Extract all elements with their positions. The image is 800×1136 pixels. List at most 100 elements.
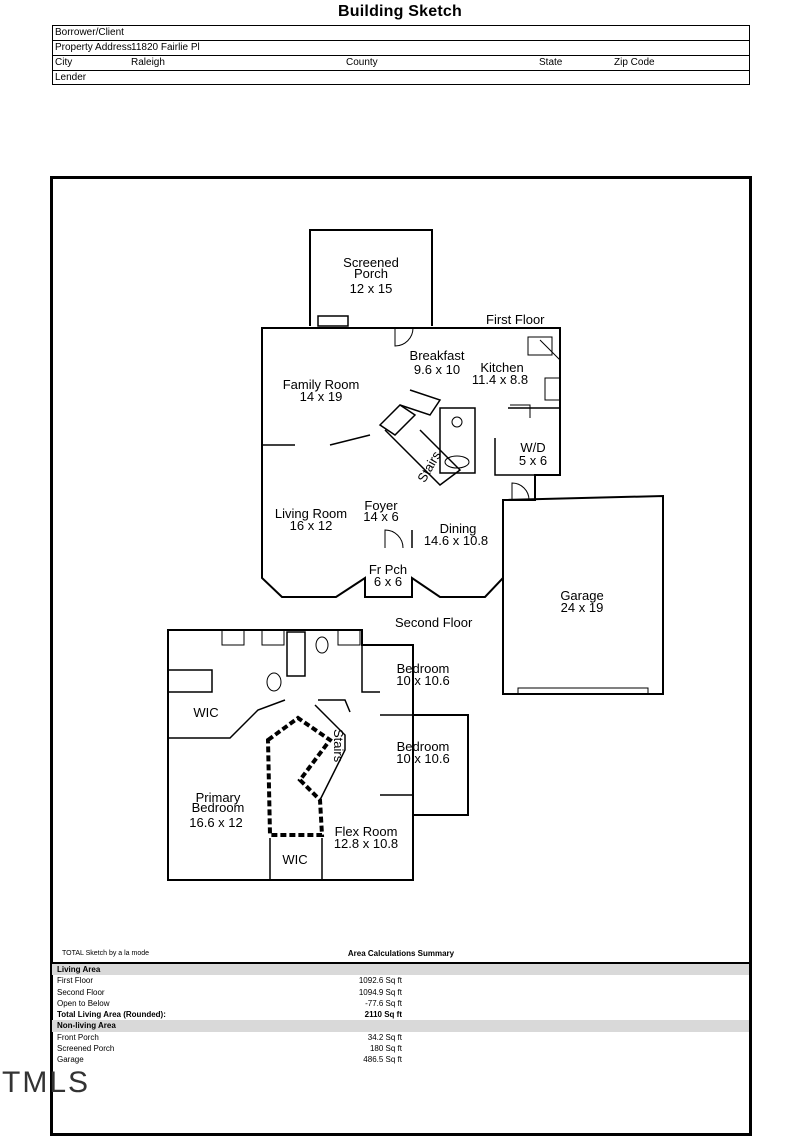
- screened-porch-walls: [309, 229, 433, 326]
- bedroom-1-dims: 10 x 10.6: [396, 673, 450, 688]
- stairs-second-floor: [314, 699, 351, 801]
- row-value: 180 Sq ft: [369, 1044, 402, 1054]
- row-value: 34.2 Sq ft: [367, 1032, 402, 1042]
- living-room-name: Living Room: [275, 506, 347, 521]
- row-value: 1092.6 Sq ft: [358, 976, 402, 986]
- summary-row: Open to Below -77.6 Sq ft: [52, 998, 749, 1009]
- screened-porch-name-2: Porch: [354, 266, 388, 281]
- row-value: 1094.9 Sq ft: [358, 987, 402, 997]
- row-label: Screened Porch: [57, 1044, 115, 1054]
- laundry-walls: [494, 407, 560, 476]
- living-area-header-label: Living Area: [57, 965, 101, 974]
- dining-dims: 14.6 x 10.8: [424, 533, 488, 548]
- city-row: City Raleigh County State Zip Code: [53, 56, 749, 71]
- area-summary-table: Living Area First Floor 1092.6 Sq ft Sec…: [52, 962, 749, 1066]
- summary-row: Second Floor 1094.9 Sq ft: [52, 987, 749, 998]
- borrower-label: Borrower/Client: [55, 27, 124, 38]
- dining-name: Dining: [440, 521, 477, 536]
- total-living-label: Total Living Area (Rounded):: [57, 1010, 166, 1020]
- row-value: 486.5 Sq ft: [363, 1055, 402, 1065]
- borrower-row: Borrower/Client: [53, 26, 749, 41]
- city-label: City: [55, 57, 73, 68]
- software-credit: TOTAL Sketch by a la mode: [62, 950, 150, 957]
- flex-room-name: Flex Room: [335, 824, 398, 839]
- bedroom-2-dims: 10 x 10.6: [396, 751, 450, 766]
- bedroom-1-name: Bedroom: [397, 661, 450, 676]
- foyer-name: Foyer: [364, 498, 398, 513]
- address-row: Property Address 11820 Fairlie Pl: [53, 41, 749, 56]
- garage-name: Garage: [560, 588, 603, 603]
- row-label: Garage: [57, 1055, 84, 1065]
- front-porch-dims: 6 x 6: [374, 574, 402, 589]
- porch-step: [317, 315, 349, 327]
- summary-row: Garage 486.5 Sq ft: [52, 1054, 749, 1065]
- nonliving-area-header: Non-living Area: [52, 1020, 749, 1032]
- breakfast-name: Breakfast: [410, 348, 465, 363]
- state-label: State: [539, 57, 563, 68]
- stairs-second-label: Stairs: [331, 729, 346, 763]
- zip-label: Zip Code: [614, 57, 655, 68]
- floor-plan-sketch: First Floor Second Floor Screened Porch …: [167, 229, 664, 881]
- second-floor-outline: [167, 629, 414, 881]
- total-living-value: 2110 Sq ft: [364, 1010, 402, 1020]
- bedroom-2-name: Bedroom: [397, 739, 450, 754]
- half-bath: [439, 407, 476, 474]
- living-room-dims: 16 x 12: [290, 518, 333, 533]
- stairs-first-floor: [378, 404, 462, 486]
- primary-bedroom-dims: 16.6 x 12: [189, 815, 243, 830]
- family-room-dims: 14 x 19: [300, 389, 343, 404]
- first-floor-label: First Floor: [486, 312, 545, 327]
- sketch-frame: [50, 176, 752, 1136]
- wic-2-walls: [269, 838, 323, 880]
- document-title: Building Sketch: [338, 3, 462, 20]
- row-label: Second Floor: [57, 987, 105, 997]
- city-value: Raleigh: [131, 57, 165, 68]
- open-to-below-outline: [265, 715, 333, 837]
- front-porch-name: Fr Pch: [369, 562, 407, 577]
- garage-door: [517, 687, 649, 695]
- primary-bedroom-name-2: Bedroom: [192, 800, 245, 815]
- foyer-dims: 14 x 6: [363, 509, 398, 524]
- tub: [286, 631, 306, 677]
- kitchen-sink: [527, 336, 553, 356]
- wic-2-label: WIC: [282, 852, 307, 867]
- wd-dims: 5 x 6: [519, 453, 547, 468]
- family-room-name: Family Room: [283, 377, 360, 392]
- address-label: Property Address: [55, 42, 132, 53]
- county-label: County: [346, 57, 378, 68]
- screened-porch-name: Screened: [343, 255, 399, 270]
- summary-row: Screened Porch 180 Sq ft: [52, 1043, 749, 1054]
- row-label: First Floor: [57, 976, 93, 986]
- property-header-table: Borrower/Client Property Address 11820 F…: [52, 25, 750, 85]
- living-area-header: Living Area: [52, 964, 749, 976]
- family-room-walls: [262, 434, 371, 446]
- screened-porch-dims: 12 x 15: [350, 281, 393, 296]
- wd-name: W/D: [520, 440, 545, 455]
- nonliving-area-header-label: Non-living Area: [57, 1021, 116, 1031]
- breakfast-dims: 9.6 x 10: [414, 362, 460, 377]
- summary-title: Area Calculations Summary: [347, 949, 455, 958]
- row-value: -77.6 Sq ft: [365, 998, 402, 1008]
- rear-door-swing: [394, 327, 414, 347]
- summary-row: Front Porch 34.2 Sq ft: [52, 1032, 749, 1043]
- row-label: Open to Below: [57, 998, 110, 1008]
- mls-watermark: TMLS: [2, 1066, 91, 1099]
- kitchen-dims: 11.4 x 8.8: [472, 372, 528, 387]
- primary-bedroom-name: Primary: [196, 790, 241, 805]
- kitchen-name: Kitchen: [480, 360, 523, 375]
- total-living-row: Total Living Area (Rounded): 2110 Sq ft: [52, 1009, 749, 1020]
- garage-dims: 24 x 19: [561, 600, 604, 615]
- bedroom-2-bump: [413, 714, 469, 816]
- wic-1-label: WIC: [193, 705, 218, 720]
- second-floor-label: Second Floor: [395, 615, 473, 630]
- summary-caption-row: TOTAL Sketch by a la mode Area Calculati…: [50, 949, 752, 961]
- summary-row: First Floor 1092.6 Sq ft: [52, 975, 749, 986]
- garage-walls: [502, 494, 664, 695]
- row-label: Front Porch: [57, 1032, 99, 1042]
- flex-room-dims: 12.8 x 10.8: [334, 836, 398, 851]
- lender-label: Lender: [55, 72, 87, 83]
- wic-1-walls: [168, 669, 213, 693]
- address-value: 11820 Fairlie Pl: [131, 42, 200, 53]
- lender-row: Lender: [53, 71, 749, 86]
- first-floor-outline: [261, 327, 561, 598]
